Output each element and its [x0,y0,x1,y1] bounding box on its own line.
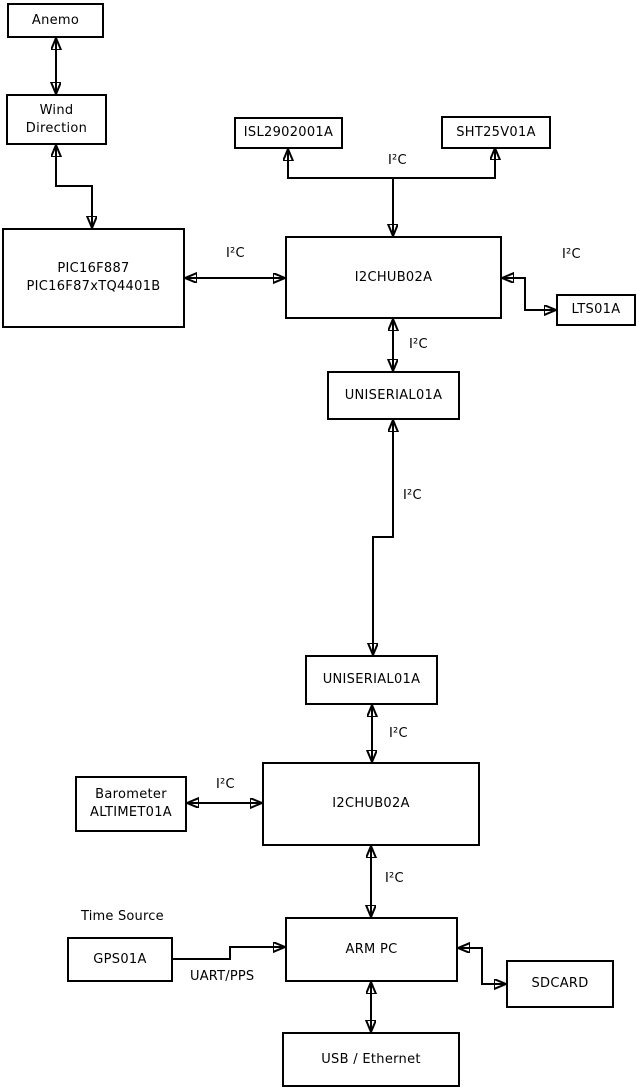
node-pic16f887: PIC16F887 PIC16F87xTQ4401B [2,228,185,328]
node-uniserial01a-bottom: UNISERIAL01A [305,655,438,705]
node-sht25v01a: SHT25V01A [441,116,551,149]
edge-gps-armpc [173,947,285,960]
edge-uniserial-uniserial [373,420,393,655]
edge-bus-isl-sht [288,148,495,179]
node-i2chub02a-bottom: I2CHUB02A [262,762,480,846]
node-lts01a: LTS01A [556,294,636,326]
label-i2c-uniserial-hub2: I²C [389,726,408,741]
node-i2chub02a-top: I2CHUB02A [285,236,502,319]
node-anemo: Anemo [7,3,104,38]
edge-i2chub-lts [502,278,556,310]
label-i2c-uniserial-link: I²C [403,488,422,503]
label-i2c-lts: I²C [562,247,581,262]
label-uart-pps: UART/PPS [190,969,255,984]
node-barometer-altimet01a: Barometer ALTIMET01A [75,776,187,832]
node-usb-ethernet: USB / Ethernet [282,1032,460,1087]
node-gps01a: GPS01A [67,937,173,982]
node-wind-direction: Wind Direction [6,94,107,145]
label-i2c-sensor-bus: I²C [388,153,407,168]
label-i2c-hub-uniserial: I²C [409,337,428,352]
node-isl2902001a: ISL2902001A [234,117,343,149]
label-i2c-pic-hub: I²C [226,246,245,261]
edge-winddirection-pic [56,145,92,228]
label-time-source: Time Source [81,909,164,924]
node-sdcard: SDCARD [506,960,614,1008]
label-i2c-hub2-armpc: I²C [385,871,404,886]
node-arm-pc: ARM PC [285,917,458,982]
edge-armpc-sdcard [458,948,506,984]
label-i2c-barometer: I²C [216,777,235,792]
node-uniserial01a-top: UNISERIAL01A [327,371,460,420]
